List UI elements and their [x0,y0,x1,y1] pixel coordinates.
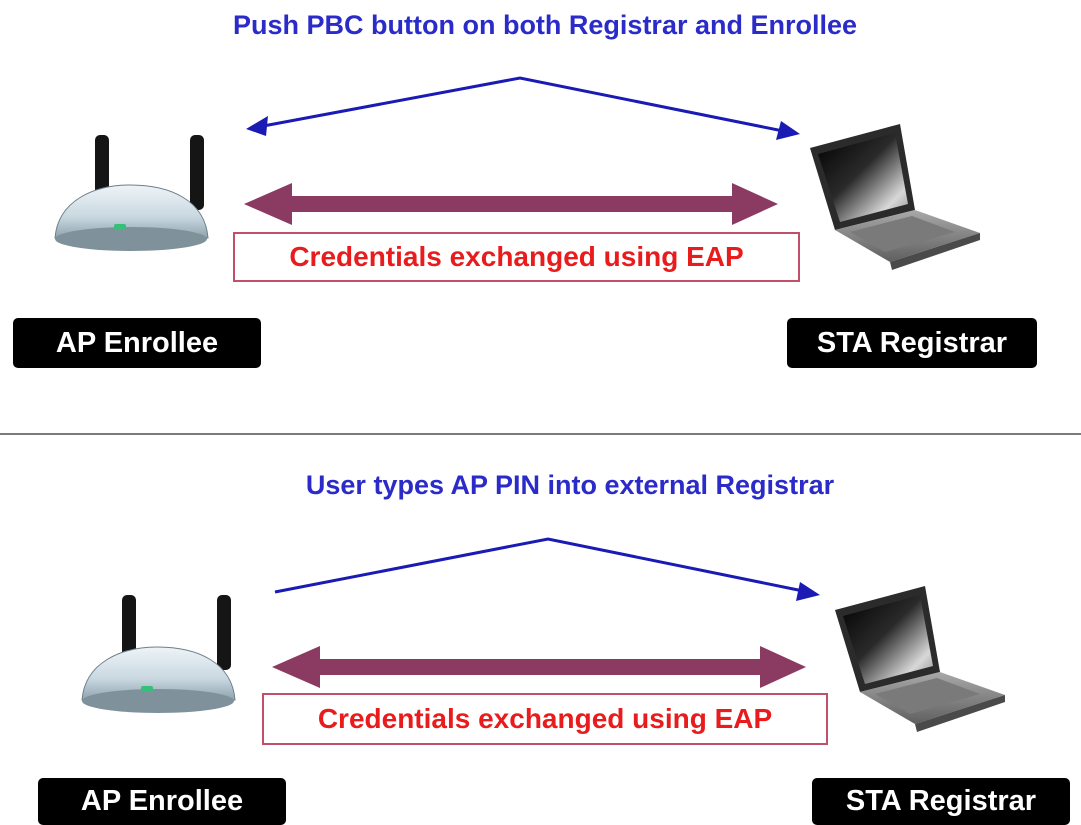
ap-enrollee-label: AP Enrollee [13,318,261,368]
sta-registrar-label: STA Registrar [812,778,1070,825]
eap-exchange-label: Credentials exchanged using EAP [262,693,828,745]
eap-exchange-label: Credentials exchanged using EAP [233,232,800,282]
laptop-icon [835,586,1005,732]
sta-registrar-label: STA Registrar [787,318,1037,368]
section-divider [0,433,1081,435]
eap-exchange-arrow [272,646,806,688]
eap-exchange-arrow [244,183,778,225]
panel-pin-diagram [81,537,1005,732]
ap-enrollee-label: AP Enrollee [38,778,286,825]
panel-pbc-diagram [54,76,980,270]
pin-caption: User types AP PIN into external Registra… [305,470,835,500]
pbc-signal-arrow [246,76,800,140]
pin-entry-arrow [274,537,820,601]
wireless-router-icon [81,595,236,713]
panel-pbc: Push PBC button on both Registrar and En… [13,10,1037,368]
panel-pin: User types AP PIN into external Registra… [0,440,1081,825]
pbc-caption: Push PBC button on both Registrar and En… [232,10,858,40]
laptop-icon [810,124,980,270]
wireless-router-icon [54,135,209,251]
